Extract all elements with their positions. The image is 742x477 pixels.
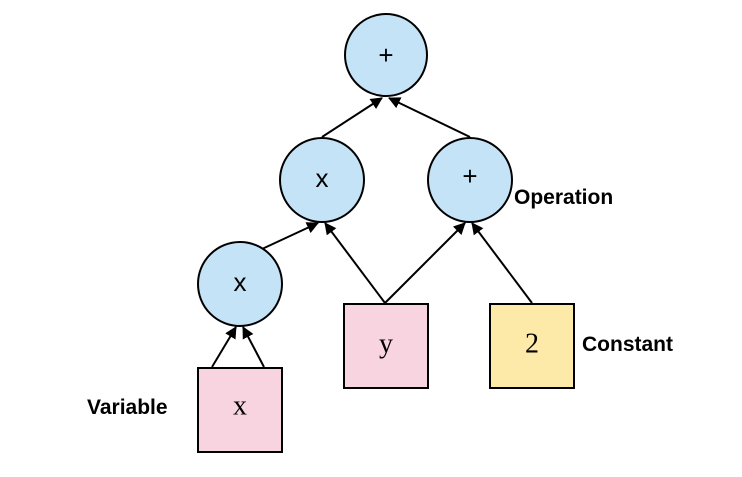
node-label: y — [379, 329, 393, 360]
operation-node-circle — [344, 13, 428, 97]
edge-mid-plus-to-root — [388, 97, 471, 138]
node-root-plus: + — [344, 13, 428, 97]
edge-var-x-left-to-low-times — [211, 326, 237, 368]
constant-node-box — [489, 303, 575, 389]
edge-var-y-to-mid-times — [324, 222, 386, 304]
node-mid-plus: + — [427, 137, 513, 223]
edges — [211, 97, 533, 368]
edge-var-x-right-to-low-times — [242, 326, 265, 368]
legend-constant-label: Constant — [582, 333, 673, 356]
node-var-y: y — [343, 303, 429, 389]
legend-variable-label: Variable — [87, 396, 168, 419]
operation-node-circle — [197, 241, 283, 327]
legend-operation-label: Operation — [514, 186, 613, 209]
node-label: + — [462, 161, 477, 191]
edge-low-times-to-mid-times — [261, 222, 319, 250]
operation-node-circle — [427, 137, 513, 223]
node-label: + — [378, 40, 393, 70]
edge-const-2-to-mid-plus — [471, 222, 533, 304]
variable-node-box — [197, 367, 283, 453]
node-low-times: x — [197, 241, 283, 327]
operation-node-circle — [279, 137, 365, 223]
node-label: x — [233, 391, 247, 422]
node-label: 2 — [525, 329, 539, 360]
edge-var-y-to-mid-plus — [384, 222, 466, 304]
node-label: x — [234, 267, 247, 297]
node-const-2: 2 — [489, 303, 575, 389]
node-var-x: x — [197, 367, 283, 453]
node-mid-times: x — [279, 137, 365, 223]
node-label: x — [316, 163, 329, 193]
edge-mid-times-to-root — [321, 97, 383, 138]
variable-node-box — [343, 303, 429, 389]
